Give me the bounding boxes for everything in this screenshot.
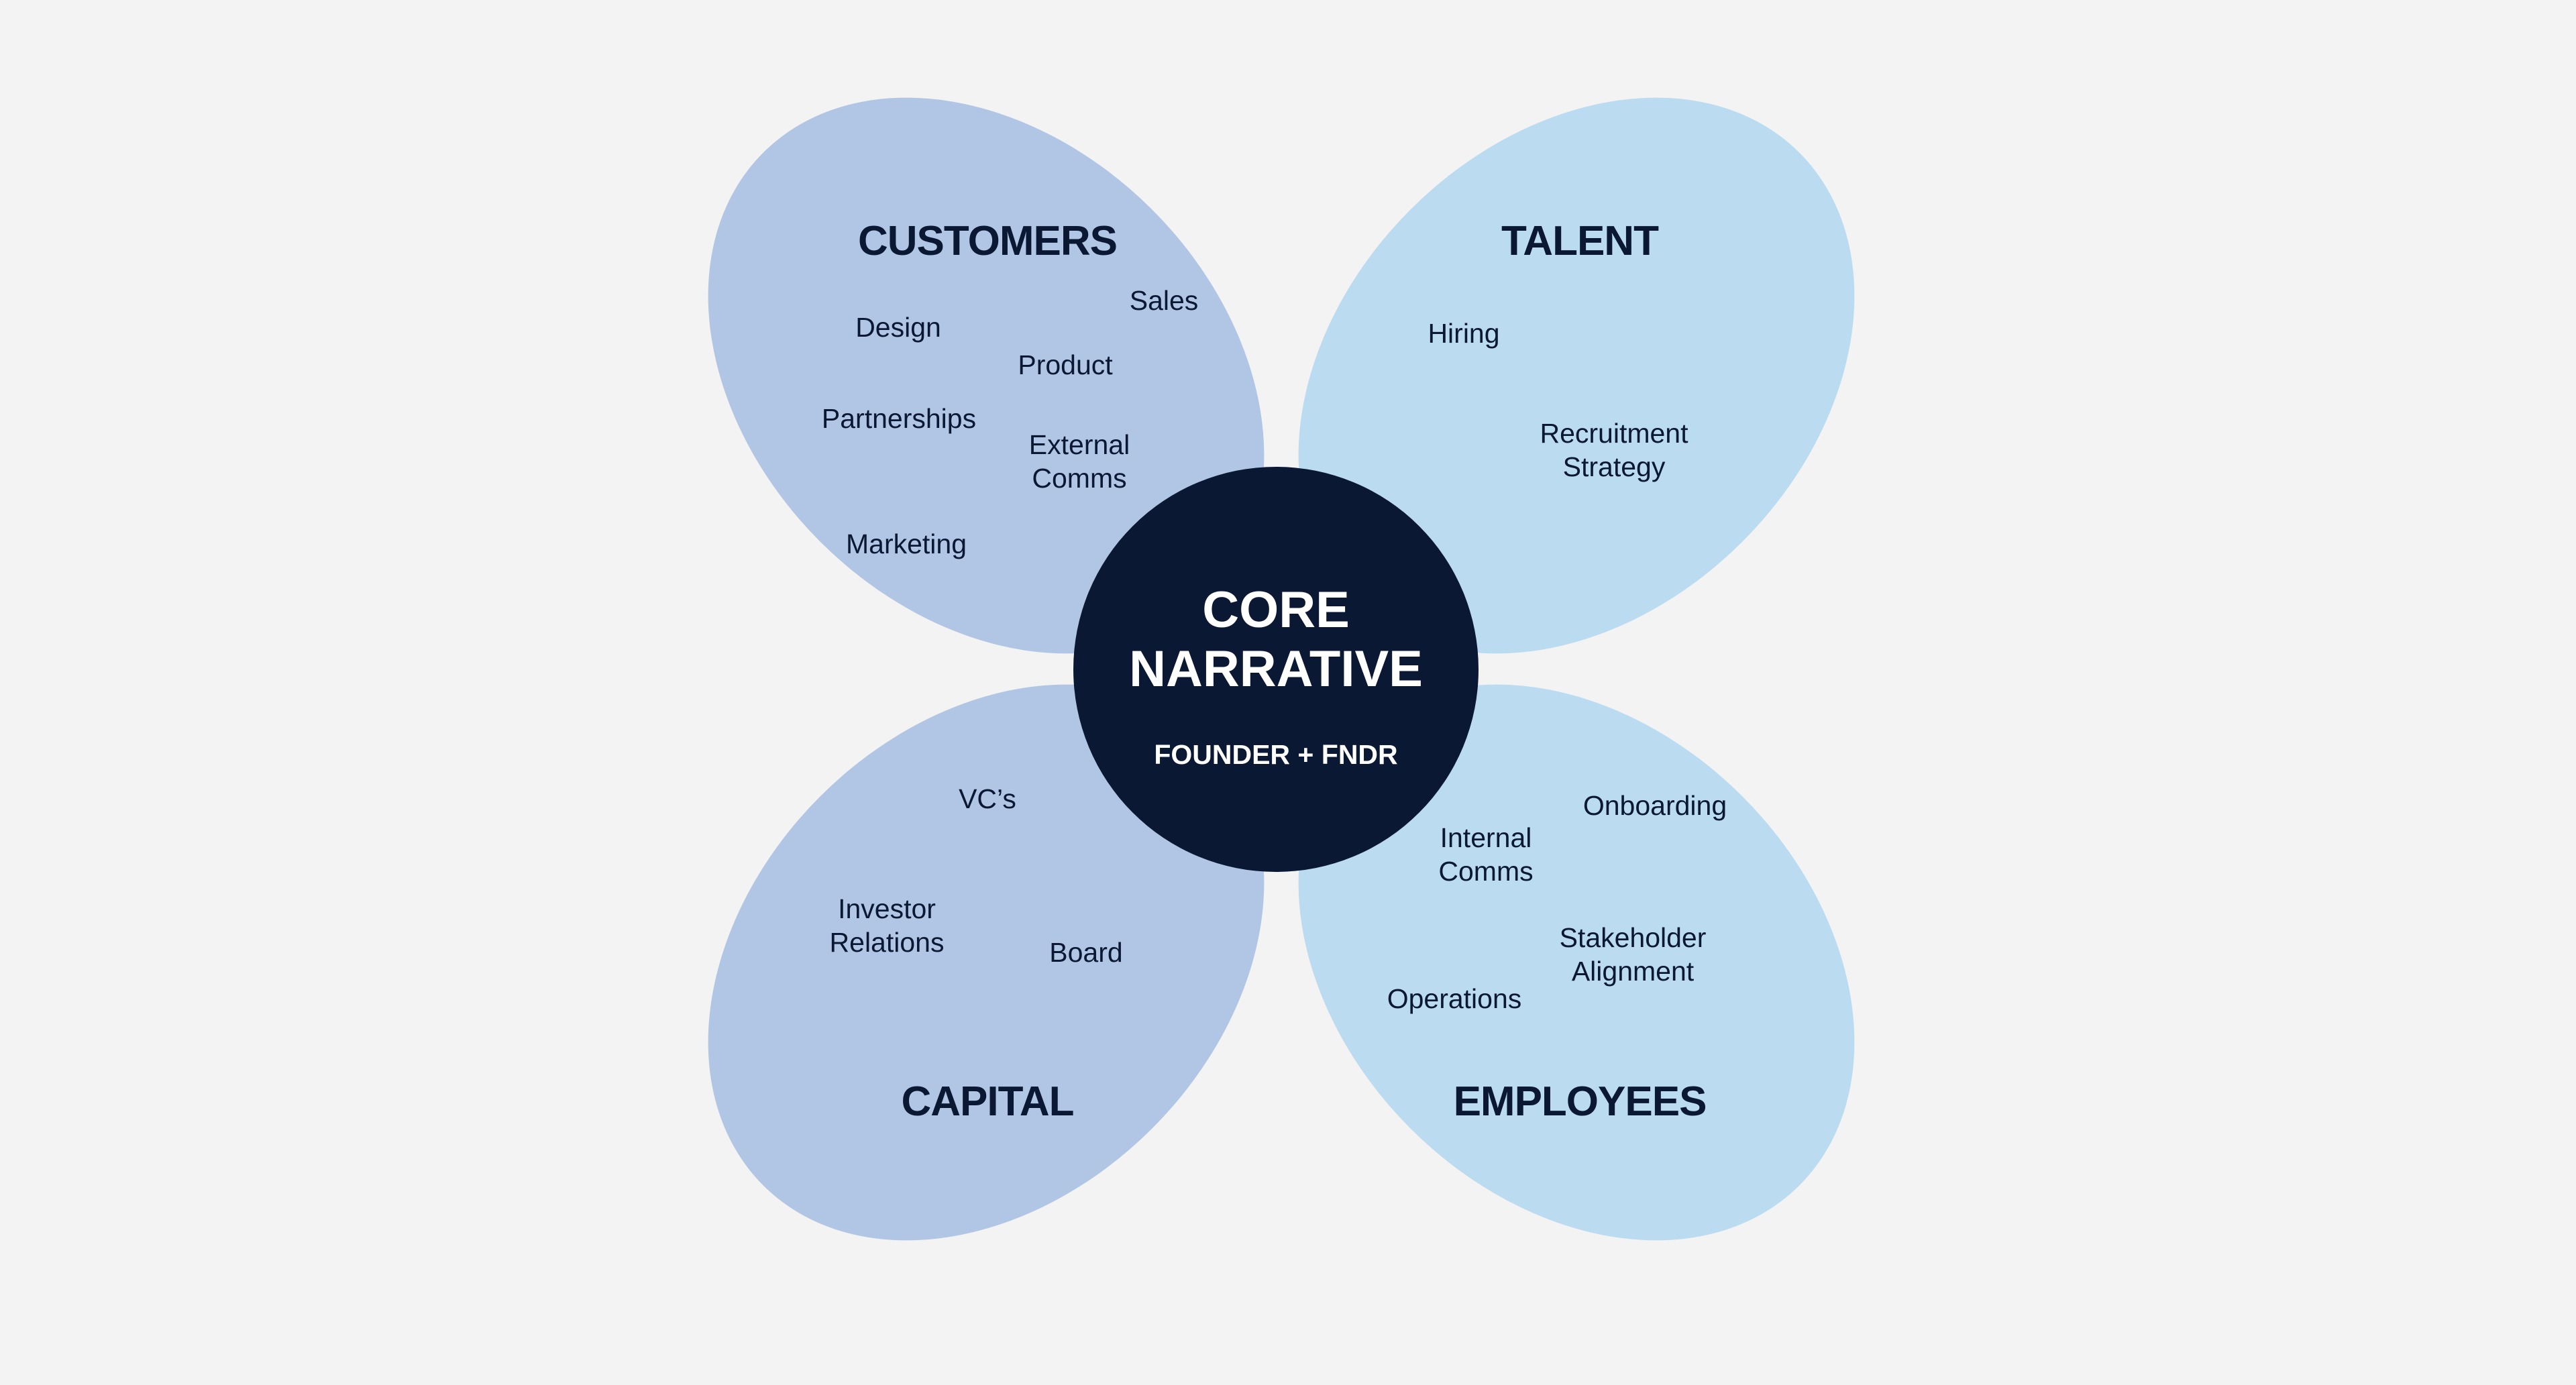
employees-item-onboarding: Onboarding xyxy=(1583,790,1727,821)
core-subtitle: FOUNDER + FNDR xyxy=(1154,739,1397,770)
capital-item-investor-line1: Investor xyxy=(838,893,936,924)
employees-item-internal-line2: Comms xyxy=(1438,856,1533,887)
employees-item-stakeholder-line1: Stakeholder xyxy=(1560,922,1707,953)
customers-item-external-line1: External xyxy=(1029,429,1130,460)
customers-title: CUSTOMERS xyxy=(858,218,1117,264)
customers-item-product: Product xyxy=(1018,349,1113,380)
core-circle xyxy=(1073,467,1479,872)
employees-item-internal-line1: Internal xyxy=(1440,822,1532,853)
employees-title: EMPLOYEES xyxy=(1454,1078,1707,1125)
capital-item-board: Board xyxy=(1049,937,1122,968)
talent-title: TALENT xyxy=(1501,218,1659,264)
customers-item-design: Design xyxy=(855,312,941,343)
customers-item-external-line2: Comms xyxy=(1032,463,1126,494)
talent-item-recruitment-line2: Strategy xyxy=(1563,451,1666,482)
capital-title: CAPITAL xyxy=(901,1078,1073,1125)
employees-item-operations: Operations xyxy=(1387,983,1522,1014)
capital-item-investor-line2: Relations xyxy=(830,927,945,958)
employees-item-stakeholder-line2: Alignment xyxy=(1572,956,1695,987)
customers-item-marketing: Marketing xyxy=(846,529,967,559)
customers-item-partnerships: Partnerships xyxy=(822,403,976,434)
talent-item-hiring: Hiring xyxy=(1428,318,1499,349)
talent-item-recruitment-line1: Recruitment xyxy=(1540,418,1688,449)
core-title-line1: CORE xyxy=(1202,581,1350,639)
capital-item-vcs: VC’s xyxy=(959,783,1016,814)
customers-item-sales: Sales xyxy=(1130,285,1199,316)
core-title-line2: NARRATIVE xyxy=(1129,641,1423,698)
